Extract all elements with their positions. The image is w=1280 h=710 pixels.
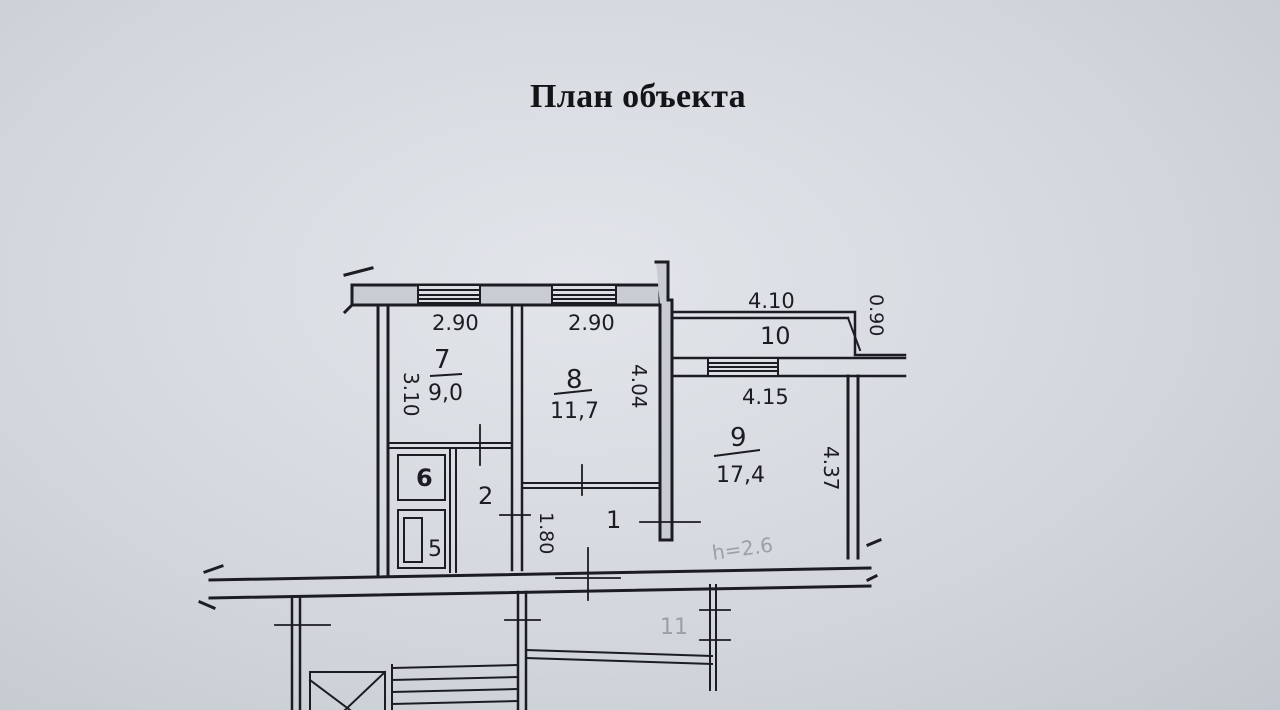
room10-length-label: 0.90 xyxy=(865,294,887,336)
room1-number: 1 xyxy=(606,506,621,534)
wall-left xyxy=(376,303,390,577)
room9-width-label: 4.15 xyxy=(742,385,789,409)
room8-length-label: 4.04 xyxy=(627,364,651,409)
room7-number: 7 xyxy=(434,345,451,375)
wall-bottom xyxy=(208,566,872,600)
partition-8-bottom xyxy=(521,482,661,489)
room9-pencil-note: h=2.6 xyxy=(710,532,774,564)
room2-number: 2 xyxy=(478,482,493,510)
window-room7 xyxy=(417,284,481,304)
wall-break-left xyxy=(342,266,374,315)
balcony-outline xyxy=(670,310,907,357)
room8-number: 8 xyxy=(566,365,583,395)
room7-area: 9,0 xyxy=(428,381,463,406)
door-ticks xyxy=(274,424,731,641)
room10-number: 10 xyxy=(760,322,791,350)
corridor-pencil-note: 11 xyxy=(660,615,688,640)
corridor-wall xyxy=(524,648,714,666)
stair-box xyxy=(308,670,387,710)
room8-area: 11,7 xyxy=(550,399,599,424)
stair-steps xyxy=(390,663,520,710)
room1-length-label: 1.80 xyxy=(535,512,557,554)
page-title: План объекта xyxy=(530,78,746,115)
wall-8-9 xyxy=(654,260,674,542)
bathtub xyxy=(403,517,423,563)
stair-wall-mid xyxy=(516,590,528,710)
room9-area: 17,4 xyxy=(716,463,765,488)
wall-9-top xyxy=(670,356,907,378)
balcony-end xyxy=(846,316,862,352)
window-room9 xyxy=(707,357,779,377)
window-room8 xyxy=(551,284,617,304)
room7-width-label: 2.90 xyxy=(432,311,479,335)
wall-right xyxy=(846,374,860,560)
wall-bath-right xyxy=(449,449,457,573)
room7-length-label: 3.10 xyxy=(399,372,423,417)
corridor-wall-right xyxy=(709,584,717,691)
wall-break-bottom-left xyxy=(198,538,882,610)
room6-number: 6 xyxy=(416,464,433,492)
room10-width-label: 4.10 xyxy=(748,289,795,313)
room6-box xyxy=(397,454,446,501)
room5-number: 5 xyxy=(428,537,442,562)
room9-length-label: 4.37 xyxy=(819,446,843,491)
stair-wall-left xyxy=(290,596,302,710)
partition-7-bottom xyxy=(387,442,513,449)
room5-box xyxy=(397,509,446,569)
room9-number: 9 xyxy=(730,423,747,453)
room8-width-label: 2.90 xyxy=(568,311,615,335)
wall-7-8 xyxy=(510,303,524,572)
